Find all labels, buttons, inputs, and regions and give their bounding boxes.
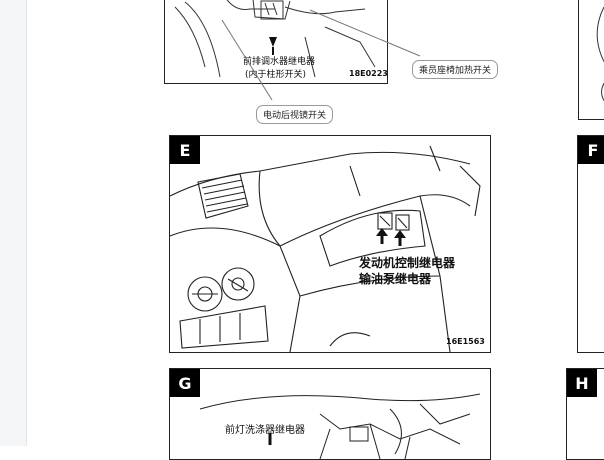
diagram-panel-right-top	[578, 0, 604, 120]
diagram-panel-e: E	[169, 135, 491, 353]
diagram-panel-h: H	[566, 368, 604, 460]
panel-g-letter: G	[170, 369, 200, 397]
panel-top-label-2: (内于柱形开关)	[245, 70, 307, 80]
mirror-switch-callout: 电动后视镜开关	[256, 105, 334, 124]
panel-f-letter: F	[578, 136, 604, 164]
panel-g-label-1: 前灯洗涤器继电器	[225, 425, 305, 436]
panel-e-label-1: 发动机控制继电器	[359, 256, 456, 270]
panel-e-label-2: 输油泵继电器	[359, 272, 432, 286]
seat-heater-callout: 乘员座椅加热开关	[412, 60, 499, 79]
left-gutter	[0, 0, 27, 446]
panel-e-drawing	[170, 145, 481, 352]
panel-right-top-drawing	[596, 6, 604, 102]
panel-e-letter: E	[170, 136, 200, 164]
diagram-panel-top: 前排调水器继电器 (内于柱形开关) 18E0223	[164, 0, 388, 84]
diagram-panel-f: F	[577, 135, 604, 353]
panel-h-letter: H	[567, 369, 597, 397]
diagram-panel-g: G 前灯洗涤器继电器	[169, 368, 491, 460]
panel-top-code: 18E0223	[349, 69, 388, 78]
panel-top-label-1: 前排调水器继电器	[243, 57, 316, 67]
panel-e-code: 16E1563	[446, 337, 485, 346]
